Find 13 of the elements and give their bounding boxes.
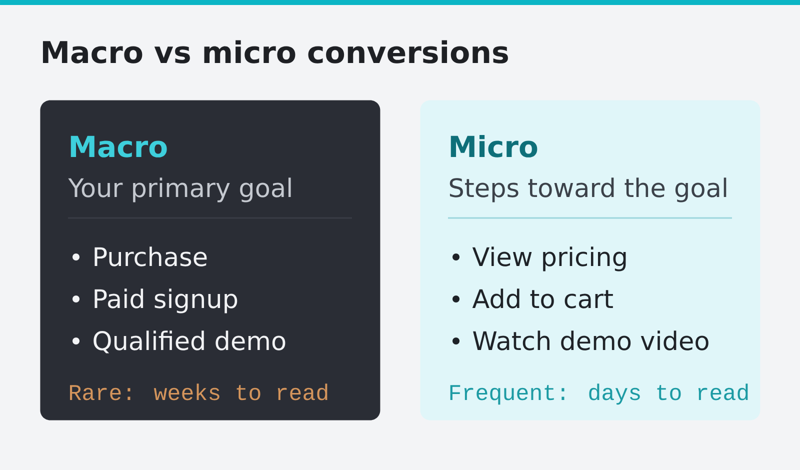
list-item: View pricing xyxy=(472,246,626,272)
list-item: Qualified demo xyxy=(94,330,286,354)
card-footnote: Frequent: days to read xyxy=(450,384,748,405)
card-footnote: Rare: weeks to read xyxy=(70,384,328,400)
card-subtitle: Steps toward the goal xyxy=(450,178,726,202)
list-item: Paid signup xyxy=(94,288,238,314)
card-heading: Micro xyxy=(450,134,538,158)
card-heading: Macro xyxy=(70,136,167,158)
title: Macro vs micro conversions xyxy=(42,40,508,64)
list-item: Watch demo video xyxy=(473,330,708,350)
list-item: Purchase xyxy=(94,246,207,266)
card-subtitle: Your primary goal xyxy=(68,178,291,202)
list-item: Add to cart xyxy=(472,288,613,308)
